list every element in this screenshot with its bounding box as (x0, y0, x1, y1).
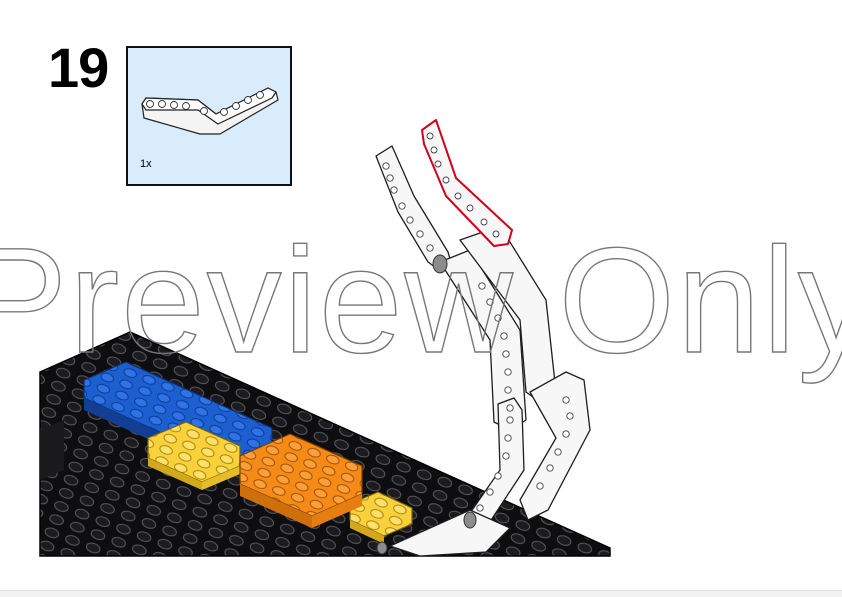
bent-liftarm-icon (141, 87, 279, 135)
page-footer-bar (0, 590, 842, 597)
liftarm-holes (382, 162, 574, 528)
parts-callout: 1x (126, 46, 292, 186)
liftarm-structure (375, 145, 591, 557)
step-number: 19 (48, 36, 109, 99)
part-quantity: 1x (140, 158, 152, 170)
axle-pins (376, 254, 477, 555)
yellow-plate (349, 491, 413, 544)
highlighted-new-liftarm (421, 119, 513, 247)
yellow-brick (147, 421, 241, 490)
orange-brick (239, 433, 363, 528)
